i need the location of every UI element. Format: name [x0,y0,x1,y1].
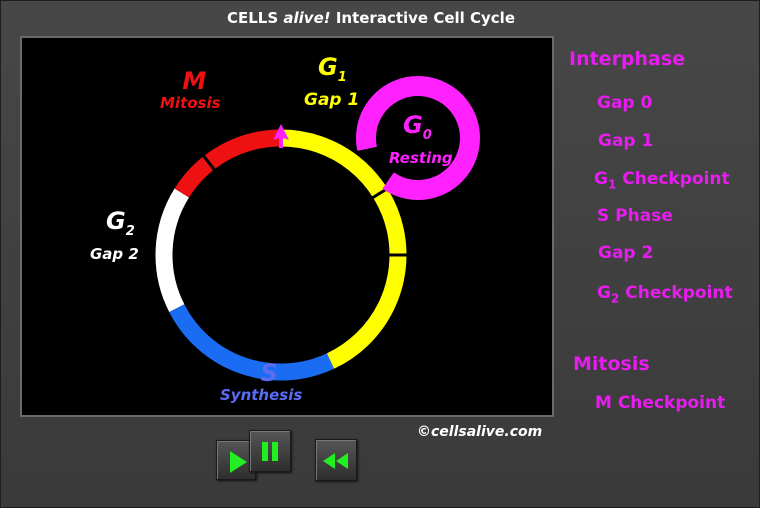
sidebar-item-g1-checkpoint[interactable]: G1 Checkpoint [594,169,730,192]
ring-segment-s [169,304,335,381]
copyright-text: ©cellsalive.com [417,424,543,440]
pause-icon [262,442,278,461]
label-g2: G2 Gap 2 [90,207,139,263]
sidebar-item-m-checkpoint[interactable]: M Checkpoint [595,393,726,413]
play-button[interactable] [216,440,256,480]
rewind-button[interactable] [315,439,357,481]
g0-resting-loop [356,76,480,200]
mitosis-tick [201,154,216,172]
sidebar-item-g2-checkpoint[interactable]: G2 Checkpoint [597,283,733,306]
cell-cycle-diagram [155,76,480,381]
label-g0: G0 Resting [389,111,453,167]
ring-segment-g2 [155,188,190,312]
window-title: CELLS alive! Interactive Cell Cycle [226,9,515,27]
sidebar-item-gap-0[interactable]: Gap 0 [597,93,653,113]
ring-segment-g1 [280,129,407,369]
ring-segment-m [174,129,282,198]
sidebar-item-gap-1[interactable]: Gap 1 [598,131,654,151]
sidebar-item-gap-2[interactable]: Gap 2 [598,243,654,263]
label-m: M Mitosis [160,67,221,112]
label-g1: G1 Gap 1 [304,53,360,110]
rewind-icon [323,453,348,469]
pause-button[interactable] [249,430,291,472]
label-s: S Synthesis [220,359,303,404]
cycle-position-marker [273,124,289,148]
interphase-heading: Interphase [569,48,686,70]
play-icon [230,451,247,473]
sidebar-item-s-phase[interactable]: S Phase [597,206,673,226]
cell-cycle-stage: M Mitosis G1 Gap 1 G0 Resting G2 Gap 2 S… [20,36,554,417]
mitosis-heading: Mitosis [573,353,650,375]
